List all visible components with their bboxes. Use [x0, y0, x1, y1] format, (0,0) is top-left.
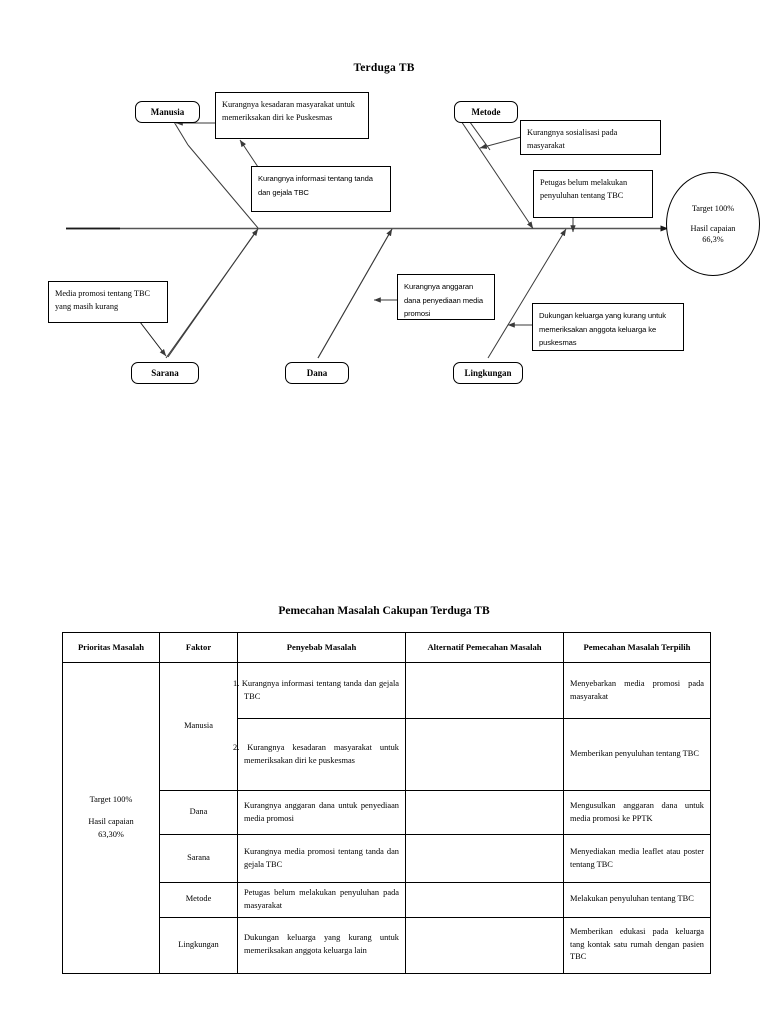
table-row: Sarana Kurangnya media promosi tentang t… [63, 834, 711, 883]
prioritas-result-value: 63,30% [98, 830, 124, 840]
column-header-faktor: Faktor [159, 632, 238, 663]
category-box-metode: Metode [454, 101, 518, 123]
cell-faktor-dana: Dana [159, 790, 238, 835]
table-row: Lingkungan Dukungan keluarga yang kurang… [63, 916, 711, 974]
cause-box-metode-penyuluhan: Petugas belum melakukan penyuluhan tenta… [533, 170, 653, 218]
category-box-manusia: Manusia [135, 101, 200, 123]
cell-faktor-lingkungan: Lingkungan [159, 916, 238, 974]
category-label-metode: Metode [471, 107, 501, 117]
category-box-lingkungan: Lingkungan [453, 362, 523, 384]
column-header-terpilih: Pemecahan Masalah Terpilih [563, 632, 711, 663]
category-box-dana: Dana [285, 362, 349, 384]
fishbone-title: Terduga TB [353, 62, 415, 74]
cell-terpilih-2: Memberikan penyuluhan tentang TBC [563, 718, 711, 791]
cause-text-lingkungan-dukungan: Dukungan keluarga yang kurang untuk meme… [539, 311, 666, 348]
cause-text-dana-anggaran: Kurangnya anggaran dana penyediaan media… [404, 282, 483, 319]
cause-text-metode-sosialisasi: Kurangnya sosialisasi pada masyarakat [527, 128, 618, 151]
effect-result-label: Hasil capaian [690, 223, 736, 233]
cell-penyebab-3: Kurangnya anggaran dana untuk penyediaan… [237, 790, 406, 835]
cell-alternatif-2 [405, 718, 564, 791]
table-header-row: Prioritas Masalah Faktor Penyebab Masala… [62, 632, 711, 663]
cell-penyebab-1: 1. Kurangnya informasi tentang tanda dan… [233, 662, 406, 719]
effect-target: Target 100% [691, 203, 735, 213]
cause-box-manusia-informasi: Kurangnya informasi tentang tanda dan ge… [251, 166, 391, 212]
fishbone-connectors [66, 111, 669, 359]
cause-box-metode-sosialisasi: Kurangnya sosialisasi pada masyarakat [520, 120, 661, 155]
cell-faktor-metode: Metode [159, 882, 238, 918]
cell-penyebab-6: Dukungan keluarga yang kurang untuk meme… [237, 916, 406, 974]
table-title: Pemecahan Masalah Cakupan Terduga TB [278, 605, 490, 617]
cell-terpilih-4: Menyediakan media leaflet atau poster te… [563, 834, 711, 883]
cause-text-manusia-kesadaran: Kurangnya kesadaran masyarakat untuk mem… [222, 100, 355, 123]
category-label-sarana: Sarana [151, 368, 179, 378]
cause-box-manusia-kesadaran: Kurangnya kesadaran masyarakat untuk mem… [215, 92, 369, 139]
category-label-lingkungan: Lingkungan [464, 368, 512, 378]
cell-terpilih-6: Memberikan edukasi pada keluarga tang ko… [563, 916, 711, 974]
cell-penyebab-2: 2. Kurangnya kesadaran masyarakat untuk … [233, 718, 406, 791]
cell-faktor-manusia: Manusia [159, 662, 238, 791]
table-row: Target 100% Hasil capaian 63,30% Manusia… [62, 662, 711, 974]
cause-box-sarana-media: Media promosi tentang TBC yang masih kur… [48, 281, 168, 323]
cell-alternatif-5 [405, 882, 564, 918]
table-row: Metode Petugas belum melakukan penyuluha… [63, 882, 711, 918]
cell-terpilih-5: Melakukan penyuluhan tentang TBC [563, 882, 711, 918]
cell-penyebab-4: Kurangnya media promosi tentang tanda da… [237, 834, 406, 883]
column-header-penyebab: Penyebab Masalah [237, 632, 406, 663]
effect-ellipse: Target 100% Hasil capaian 66,3% [666, 172, 760, 276]
column-header-alternatif: Alternatif Pemecahan Masalah [405, 632, 564, 663]
cell-alternatif-1 [405, 662, 564, 719]
effect-result-value: 66,3% [702, 235, 724, 245]
cell-terpilih-1: Menyebarkan media promosi pada masyaraka… [563, 662, 711, 719]
table-row: 2. Kurangnya kesadaran masyarakat untuk … [63, 718, 711, 791]
category-box-sarana: Sarana [131, 362, 199, 384]
cell-prioritas-masalah: Target 100% Hasil capaian 63,30% [62, 662, 160, 974]
category-label-dana: Dana [306, 368, 328, 378]
cause-box-lingkungan-dukungan: Dukungan keluarga yang kurang untuk meme… [532, 303, 684, 351]
cell-terpilih-3: Mengusulkan anggaran dana untuk media pr… [563, 790, 711, 835]
cell-alternatif-3 [405, 790, 564, 835]
cell-alternatif-4 [405, 834, 564, 883]
solution-table: Prioritas Masalah Faktor Penyebab Masala… [62, 632, 711, 974]
category-label-manusia: Manusia [150, 107, 185, 117]
cell-penyebab-5: Petugas belum melakukan penyuluhan pada … [237, 882, 406, 918]
column-header-prioritas: Prioritas Masalah [62, 632, 160, 663]
cause-box-dana-anggaran: Kurangnya anggaran dana penyediaan media… [397, 274, 495, 320]
cell-alternatif-6 [405, 916, 564, 974]
cause-text-manusia-informasi: Kurangnya informasi tentang tanda dan ge… [258, 174, 373, 197]
prioritas-result-label: Hasil capaian [88, 817, 134, 827]
table-row: Dana Kurangnya anggaran dana untuk penye… [63, 790, 711, 835]
cause-text-metode-penyuluhan: Petugas belum melakukan penyuluhan tenta… [540, 178, 628, 201]
prioritas-spacer [69, 806, 153, 816]
cause-text-sarana-media: Media promosi tentang TBC yang masih kur… [55, 289, 151, 312]
prioritas-target: Target 100% [89, 794, 133, 804]
cell-faktor-sarana: Sarana [159, 834, 238, 883]
